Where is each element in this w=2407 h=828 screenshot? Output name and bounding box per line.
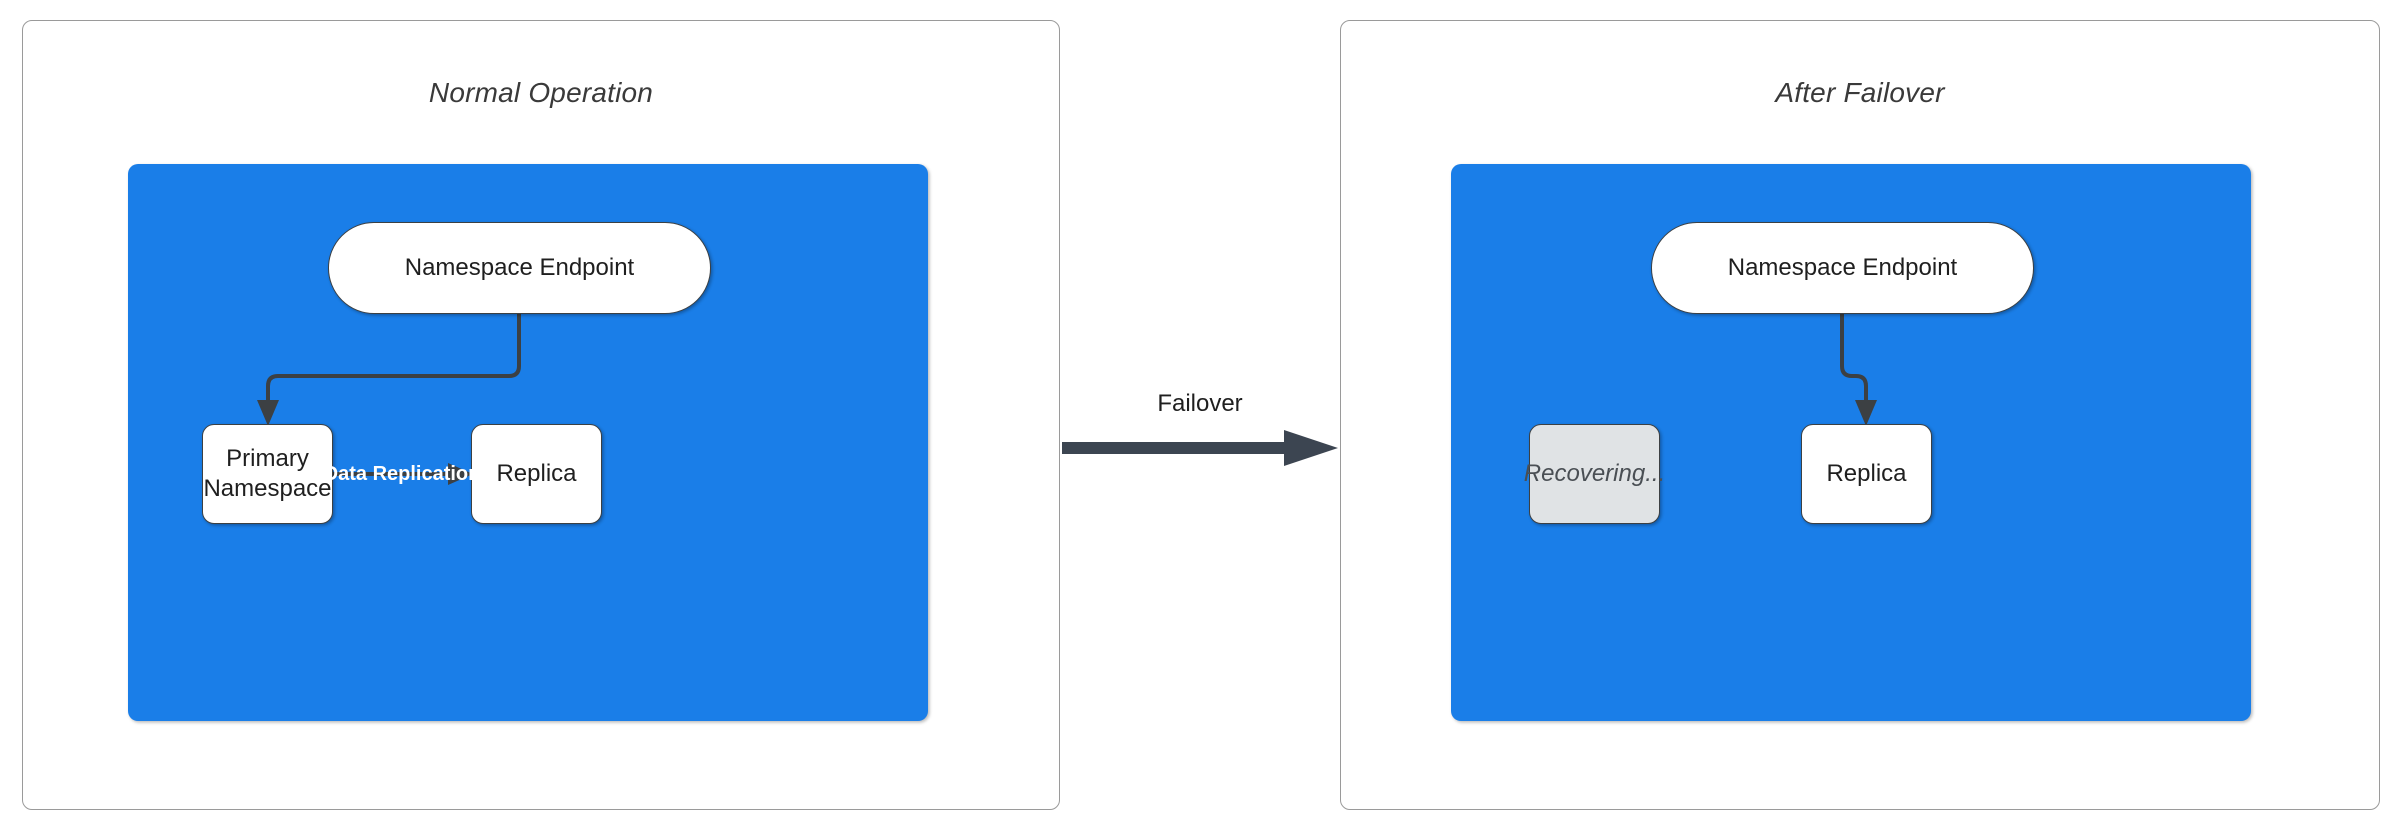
failover-label: Failover	[1157, 390, 1243, 417]
node-recovering[interactable]: Recovering...	[1524, 424, 1665, 524]
arrowhead-down-icon	[1855, 400, 1877, 426]
node-replica[interactable]: Replica	[1801, 424, 1932, 524]
node-namespace-endpoint[interactable]: Namespace Endpoint	[328, 222, 711, 314]
panel-normal-operation: Normal Operation Namespace Endpoint Prim…	[22, 20, 1060, 810]
primary-namespace-line-1: Primary	[226, 445, 309, 473]
blue-region-normal-operation: Namespace Endpoint Primary Namespace Dat…	[128, 164, 928, 721]
panel-after-failover: After Failover Namespace Endpoint Recove…	[1340, 20, 2380, 810]
failover-transition: Failover	[1062, 390, 1338, 470]
failover-arrow-icon	[1062, 430, 1338, 466]
node-primary-namespace[interactable]: Primary Namespace	[202, 424, 333, 524]
node-replica[interactable]: Replica	[471, 424, 602, 524]
panel-title-after-failover: After Failover	[1775, 77, 1945, 108]
edge-label-data-replication: Data Replication	[323, 462, 481, 485]
arrowhead-down-icon	[257, 400, 279, 426]
panel-title-normal-operation: Normal Operation	[428, 77, 654, 108]
blue-region-after-failover: Namespace Endpoint Recovering... Replica	[1451, 164, 2251, 721]
node-namespace-endpoint[interactable]: Namespace Endpoint	[1651, 222, 2034, 314]
primary-namespace-line-2: Namespace	[203, 475, 332, 502]
